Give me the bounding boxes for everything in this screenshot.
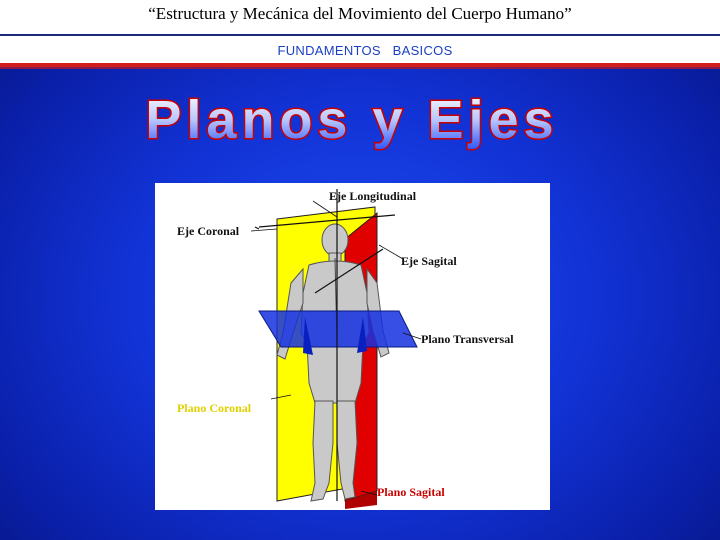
slide-title-text: Planos y Ejes xyxy=(145,90,558,150)
label-plano-coronal: Plano Coronal xyxy=(177,401,252,415)
label-plano-sagital: Plano Sagital xyxy=(377,485,445,499)
header-subtitle: FUNDAMENTOS BASICOS xyxy=(277,43,453,58)
header-title: “Estructura y Mecánica del Movimiento de… xyxy=(148,4,572,23)
accent-rule xyxy=(0,63,720,67)
slide-title: Planos y Ejes xyxy=(144,89,558,152)
label-eje-sagital: Eje Sagital xyxy=(401,254,457,268)
header-band xyxy=(0,0,720,34)
label-eje-longitudinal: Eje Longitudinal xyxy=(329,189,417,203)
subtitle-band xyxy=(0,36,720,64)
plano-sagital-front xyxy=(345,491,377,509)
axes-lines xyxy=(254,189,396,501)
label-plano-transversal: Plano Transversal xyxy=(421,332,514,346)
accent-rule-shadow xyxy=(0,67,720,69)
plano-transversal-shape xyxy=(258,310,418,348)
anatomical-planes-figure: Eje Longitudinal Eje Coronal Eje Sagital… xyxy=(155,183,550,510)
eje-sagital-line xyxy=(314,248,384,294)
label-eje-coronal: Eje Coronal xyxy=(177,224,240,238)
planes-diagram xyxy=(250,189,422,509)
leader-lines xyxy=(250,200,422,496)
header-divider xyxy=(0,34,720,36)
eje-coronal-line xyxy=(258,214,396,228)
